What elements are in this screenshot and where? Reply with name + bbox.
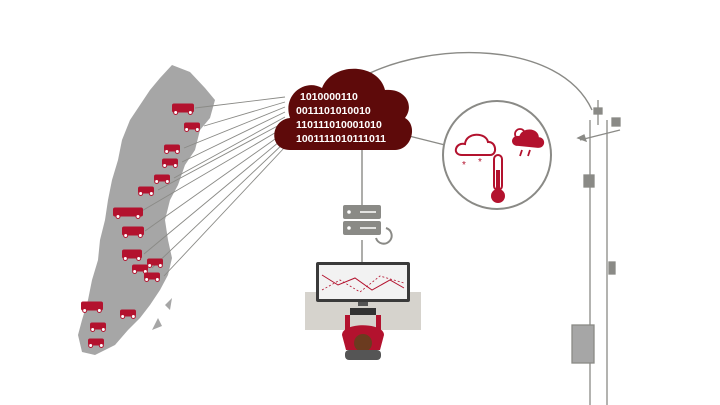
wheel-icon [194, 127, 200, 132]
keyboard [350, 308, 376, 315]
wheel-icon [144, 277, 150, 282]
vehicle-data-line [203, 101, 286, 127]
weather-station-tower [571, 100, 621, 405]
wheel-icon [187, 110, 193, 115]
wheel-icon [122, 256, 128, 261]
sweden-map [78, 65, 215, 355]
vehicle-data-line [139, 126, 286, 213]
wheel-icon [148, 191, 154, 196]
connection-lines [359, 51, 593, 262]
weather-data: ** [442, 100, 552, 210]
vehicle-data-line [157, 121, 286, 191]
wheel-icon [138, 191, 144, 196]
wheel-icon [162, 163, 168, 168]
computer-monitor [316, 262, 410, 306]
binary-line-1: 1010000110 [300, 91, 358, 103]
vehicle-data-line [173, 116, 286, 179]
wheel-icon [184, 127, 190, 132]
binary-line-2: 0011101010010 [296, 105, 371, 117]
wheel-icon [173, 110, 179, 115]
vehicle-data-line [144, 131, 286, 232]
data-cloud: 1010000110 0011101010010 110111010001010… [274, 68, 413, 150]
truck-icon [122, 226, 144, 236]
wheel-icon [135, 214, 141, 219]
wheel-icon [174, 149, 180, 154]
vehicle-data-line [143, 136, 286, 255]
wheel-icon [130, 314, 136, 319]
wheel-icon [120, 314, 126, 319]
vehicle-data-line [181, 111, 286, 163]
truck-icon [81, 301, 103, 311]
binary-line-3: 110111010001010 [296, 119, 382, 131]
bus-icon [113, 207, 143, 217]
wheel-icon [82, 308, 88, 313]
vehicles [81, 103, 200, 348]
wheel-icon [123, 233, 129, 238]
wheel-icon [100, 327, 106, 332]
person-at-desk [342, 308, 384, 360]
tower-to-cloud-link [359, 51, 593, 111]
wheel-icon [157, 263, 163, 268]
wheel-icon [154, 179, 160, 184]
vehicle-data-lines [139, 96, 286, 277]
van-icon [122, 249, 142, 259]
snow-cloud-icon [454, 133, 496, 156]
server-icon [343, 205, 393, 245]
sync-arrow-icon [375, 227, 393, 245]
sun-rain-cloud-icon [512, 128, 545, 157]
wheel-icon [147, 263, 153, 268]
vehicle-data-line [194, 96, 286, 109]
wheel-icon [154, 277, 160, 282]
wheel-icon [96, 308, 102, 313]
wheel-icon [90, 327, 96, 332]
vehicle-data-line [183, 106, 286, 149]
truck-icon [172, 103, 194, 113]
vehicle-data-line [163, 146, 286, 277]
wheel-icon [115, 214, 121, 219]
wheel-icon [98, 343, 104, 348]
vehicle-data-line [151, 141, 286, 269]
svg-text:*: * [478, 157, 482, 168]
wheel-icon [132, 269, 138, 274]
binary-line-4: 1001111010111011 [296, 133, 386, 145]
cloud-to-weather-link [404, 134, 446, 146]
wheel-icon [172, 163, 178, 168]
wheel-icon [88, 343, 94, 348]
wheel-icon [137, 233, 143, 238]
wheel-icon [136, 256, 142, 261]
thermometer-icon [491, 154, 505, 203]
wheel-icon [164, 149, 170, 154]
svg-text:*: * [462, 160, 466, 171]
wheel-icon [164, 179, 170, 184]
